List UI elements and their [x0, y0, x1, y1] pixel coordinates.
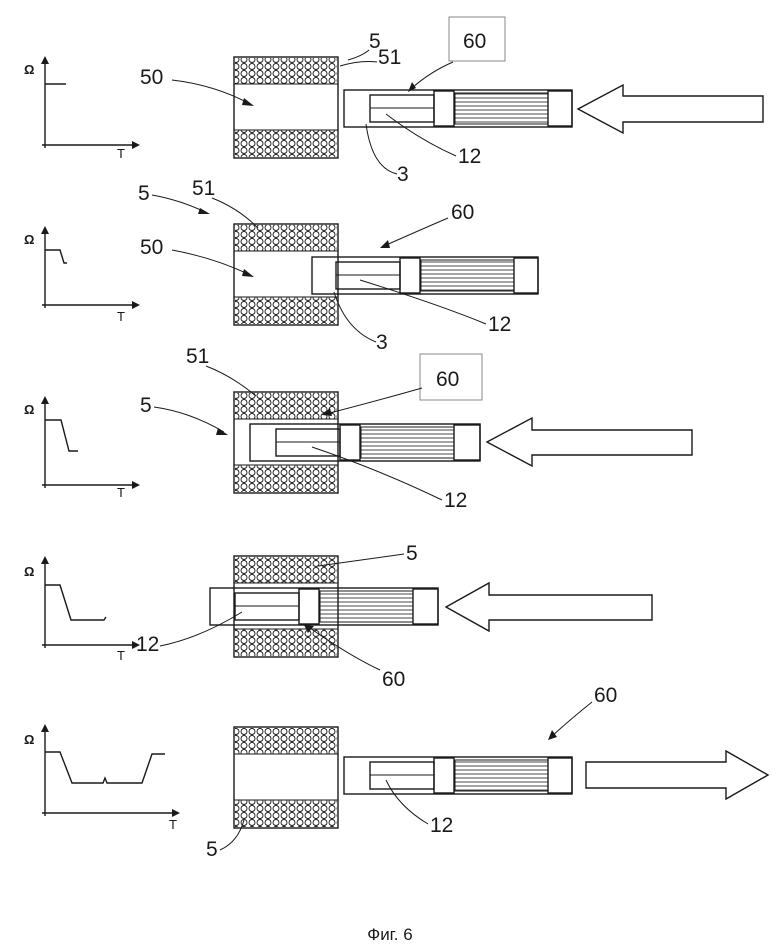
label-element: 12: [458, 145, 481, 168]
axis-t-label: T: [117, 648, 125, 663]
label-device: 60: [382, 668, 405, 691]
label-coil: 5: [206, 838, 218, 861]
insertion-arrow-left: [446, 583, 652, 631]
label-coil: 5: [140, 394, 152, 417]
label-winding: 51: [186, 345, 209, 368]
axis-omega-label: Ω: [24, 232, 34, 247]
label-device: 60: [594, 684, 617, 707]
panel-step-1: Ω T 5 51 50 60: [24, 17, 763, 186]
panel-step-5: Ω T 60 5 12: [24, 684, 768, 861]
label-coil: 5: [138, 182, 150, 205]
label-element: 12: [430, 814, 453, 837]
axis-omega-label: Ω: [24, 62, 34, 77]
resistance-curve: [45, 250, 67, 263]
label-device: 60: [463, 30, 486, 53]
label-tip: 3: [397, 163, 409, 186]
resistance-graph-2: Ω T: [24, 226, 140, 324]
label-winding: 51: [378, 46, 401, 69]
label-coil: 5: [406, 542, 418, 565]
axis-omega-label: Ω: [24, 564, 34, 579]
label-element: 12: [444, 489, 467, 512]
extraction-arrow-right: [586, 751, 768, 799]
device-60: [312, 257, 538, 294]
figure-caption: Фиг. 6: [367, 925, 412, 944]
resistance-curve: [45, 752, 165, 783]
label-device: 60: [436, 368, 459, 391]
axis-t-label: T: [117, 309, 125, 324]
insertion-arrow-left: [578, 85, 763, 133]
label-cavity: 50: [140, 236, 163, 259]
device-60: [344, 90, 572, 127]
panel-step-3: Ω T 51 5 60 12: [24, 345, 692, 512]
resistance-curve: [45, 420, 78, 451]
axis-omega-label: Ω: [24, 402, 34, 417]
insertion-arrow-left: [487, 418, 692, 466]
axis-t-label: T: [117, 146, 125, 161]
panel-step-4: Ω T 5 12 60: [24, 542, 652, 691]
resistance-graph-1: Ω T: [24, 56, 140, 161]
resistance-curve: [45, 585, 106, 620]
resistance-graph-5: Ω T: [24, 724, 180, 832]
label-tip: 3: [376, 331, 388, 354]
axis-t-label: T: [117, 485, 125, 500]
panel-step-2: Ω T 5 51 50 60 3 12: [24, 177, 538, 354]
label-device: 60: [451, 201, 474, 224]
coil-5: [234, 57, 338, 158]
label-element: 12: [136, 633, 159, 656]
label-winding: 51: [192, 177, 215, 200]
coil-5: [234, 727, 338, 828]
resistance-graph-4: Ω T: [24, 556, 140, 663]
label-element: 12: [488, 313, 511, 336]
resistance-graph-3: Ω T: [24, 396, 140, 500]
device-60: [210, 588, 438, 625]
device-60: [344, 757, 572, 794]
label-cavity: 50: [140, 66, 163, 89]
device-60: [250, 424, 480, 461]
axis-t-label: T: [169, 817, 177, 832]
axis-omega-label: Ω: [24, 732, 34, 747]
